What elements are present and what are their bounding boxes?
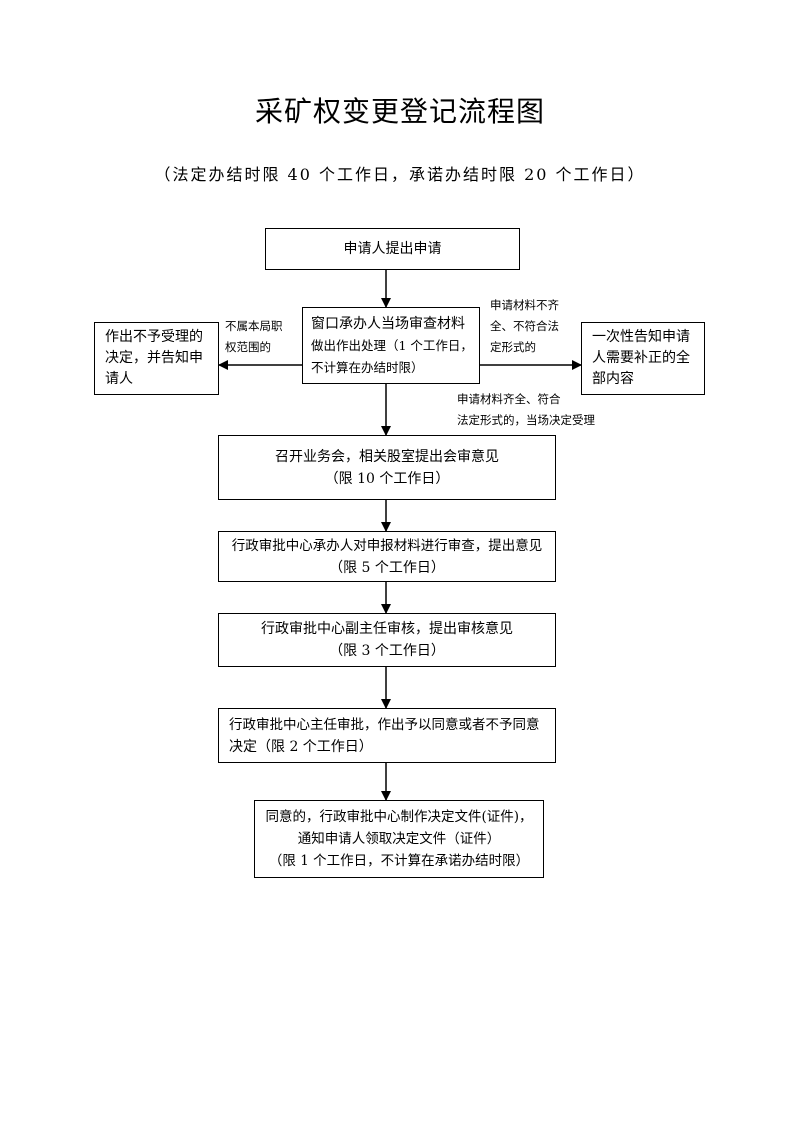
page-subtitle: （法定办结时限 40 个工作日，承诺办结时限 20 个工作日） — [154, 165, 646, 184]
branch-label-complete-line-2: 法定形式的，当场决定受理 — [457, 413, 595, 427]
branch-label-incomplete-line-1: 申请材料不齐 — [490, 298, 559, 312]
step-director-approval: 行政审批中心主任审批，作出予以同意或者不予同意 决定（限 2 个工作日） — [218, 708, 556, 763]
step-deputy-review: 行政审批中心副主任审核，提出审核意见 （限 3 个工作日） — [218, 613, 556, 667]
side-box-reject-line-1: 作出不予受理的 — [105, 329, 203, 345]
side-box-reject-line-2: 决定，并告知申 — [105, 350, 203, 366]
step-apply-text: 申请人提出申请 — [343, 241, 442, 257]
side-box-reject: 作出不予受理的 决定，并告知申 请人 — [94, 322, 219, 395]
step-meeting-line-1: 召开业务会，相关股室提出会审意见 — [275, 448, 499, 465]
side-box-supplement-line-1: 一次性告知申请 — [592, 329, 690, 345]
branch-label-incomplete-line-2: 全、不符合法 — [490, 319, 559, 333]
side-box-supplement-line-2: 人需要补正的全 — [592, 350, 690, 366]
branch-label-complete: 申请材料齐全、符合 法定形式的，当场决定受理 — [457, 389, 595, 431]
side-box-reject-line-3: 请人 — [105, 371, 133, 387]
branch-label-complete-line-1: 申请材料齐全、符合 — [457, 392, 561, 406]
step-issue-line-2: 通知申请人领取决定文件（证件） — [297, 831, 501, 847]
side-box-supplement: 一次性告知申请 人需要补正的全 部内容 — [581, 322, 705, 395]
step-apply: 申请人提出申请 — [265, 228, 520, 270]
step-issue-line-3: （限 1 个工作日，不计算在承诺办结时限） — [268, 853, 530, 869]
page-title: 采矿权变更登记流程图 — [254, 95, 545, 128]
side-box-supplement-line-3: 部内容 — [592, 371, 634, 387]
branch-label-incomplete: 申请材料不齐 全、不符合法 定形式的 — [490, 295, 559, 358]
step-meeting-line-2: （限 10 个工作日） — [324, 470, 450, 487]
branch-label-out-of-scope: 不属本局职 权范围的 — [225, 316, 283, 358]
step-window-review-line-1: 窗口承办人当场审查材料 — [311, 315, 465, 332]
step-deputy-review-line-2: （限 3 个工作日） — [329, 643, 445, 659]
step-officer-review: 行政审批中心承办人对申报材料进行审查，提出意见 （限 5 个工作日） — [218, 531, 556, 582]
step-window-review-line-3: 不计算在办结时限） — [311, 359, 424, 375]
step-deputy-review-line-1: 行政审批中心副主任审核，提出审核意见 — [261, 621, 513, 637]
step-meeting: 召开业务会，相关股室提出会审意见 （限 10 个工作日） — [218, 435, 556, 500]
step-officer-review-line-2: （限 5 个工作日） — [329, 559, 445, 576]
branch-label-out-of-scope-line-1: 不属本局职 — [225, 319, 283, 333]
step-director-approval-line-1: 行政审批中心主任审批，作出予以同意或者不予同意 — [229, 716, 540, 733]
step-officer-review-line-1: 行政审批中心承办人对申报材料进行审查，提出意见 — [231, 537, 543, 554]
step-issue: 同意的，行政审批中心制作决定文件(证件)， 通知申请人领取决定文件（证件） （限… — [254, 800, 544, 878]
step-window-review-line-2: 做出作出处理（1 个工作日， — [311, 337, 473, 353]
branch-label-incomplete-line-3: 定形式的 — [490, 340, 536, 354]
step-issue-line-1: 同意的，行政审批中心制作决定文件(证件)， — [265, 809, 533, 825]
step-director-approval-line-2: 决定（限 2 个工作日） — [229, 738, 373, 755]
step-window-review: 窗口承办人当场审查材料 做出作出处理（1 个工作日， 不计算在办结时限） — [302, 307, 480, 384]
branch-label-out-of-scope-line-2: 权范围的 — [225, 340, 271, 354]
